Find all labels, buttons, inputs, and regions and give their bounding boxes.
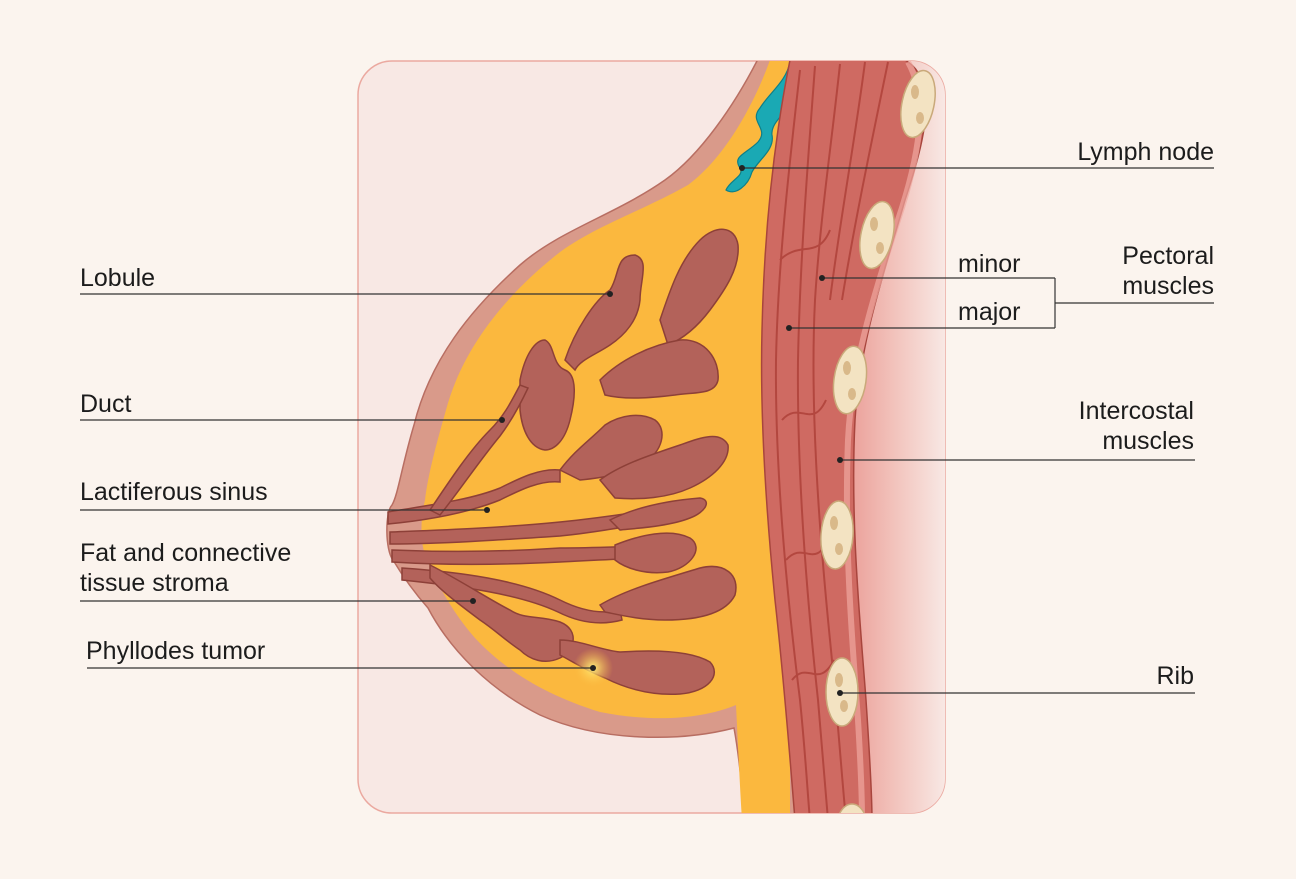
lobule-shape bbox=[564, 254, 644, 372]
label-intercostal-line1: Intercostal bbox=[1078, 397, 1194, 425]
label-major: major bbox=[958, 298, 1021, 326]
leader-dots bbox=[470, 165, 843, 696]
rib bbox=[832, 345, 868, 415]
label-rib: Rib bbox=[1156, 662, 1194, 690]
label-pectoral-line1: Pectoral bbox=[1122, 242, 1214, 270]
label-intercostal-line2: muscles bbox=[1102, 427, 1194, 455]
rib bbox=[835, 803, 869, 813]
rib bbox=[900, 69, 936, 139]
label-fat-line2: tissue stroma bbox=[80, 569, 229, 597]
pleura-band bbox=[843, 61, 923, 813]
label-duct: Duct bbox=[80, 390, 132, 418]
label-minor: minor bbox=[958, 250, 1021, 278]
glandular-tissue bbox=[387, 228, 739, 696]
label-fat-line1: Fat and connective bbox=[80, 539, 292, 567]
rib bbox=[859, 200, 895, 270]
leader-lines bbox=[80, 167, 1214, 694]
rib bbox=[820, 500, 854, 570]
label-lobule: Lobule bbox=[80, 264, 156, 292]
label-phyllodes-tumor: Phyllodes tumor bbox=[86, 637, 266, 665]
label-lymph-node: Lymph node bbox=[1077, 138, 1214, 166]
label-pectoral-line2: muscles bbox=[1122, 272, 1214, 300]
label-lactiferous-sinus: Lactiferous sinus bbox=[80, 478, 268, 506]
